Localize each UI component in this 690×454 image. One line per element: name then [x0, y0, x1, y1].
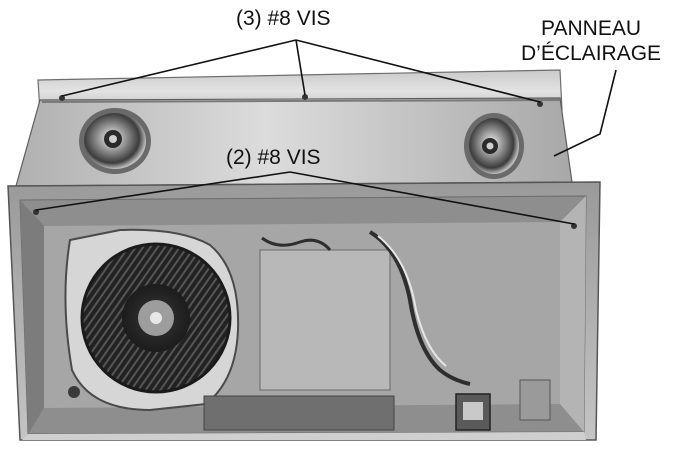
- left-lamp-socket: [79, 108, 151, 174]
- lighting-panel-label-line1: PANNEAU: [541, 17, 641, 40]
- leader-top-right: [295, 39, 541, 103]
- wiring-harness: [68, 230, 551, 431]
- lighting-panel: [15, 69, 573, 187]
- lighting-panel-label: PANNEAU D’ÉCLAIRAGE: [521, 16, 661, 66]
- top-screws-label: (3) #8 VIS: [236, 7, 331, 30]
- screw-top-center: [302, 94, 308, 100]
- lighting-panel-label-line2: D’ÉCLAIRAGE: [521, 42, 662, 65]
- leader-panel: [553, 69, 617, 157]
- leader-front-right: [289, 171, 575, 225]
- screw-top-left: [59, 95, 65, 101]
- leader-lines: [35, 39, 617, 225]
- right-lamp-socket: [464, 113, 524, 179]
- leader-front-left: [35, 171, 291, 211]
- screw-top-right: [537, 101, 543, 107]
- front-screws-label: (2) #8 VIS: [226, 146, 321, 169]
- leader-top-left: [61, 39, 297, 97]
- blower-fan: [64, 228, 240, 412]
- leader-top-center: [295, 39, 306, 96]
